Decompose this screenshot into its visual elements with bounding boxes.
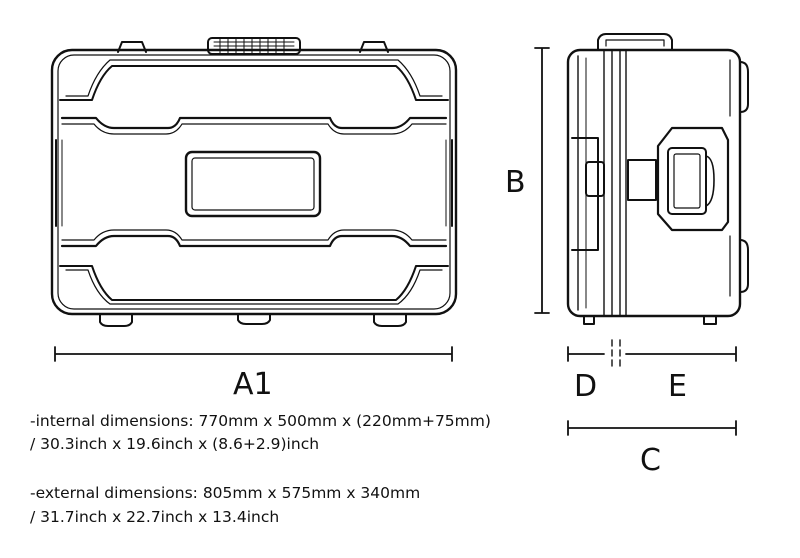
side-outline: [566, 48, 742, 318]
dimension-lines: [54, 47, 737, 436]
dimension-c-line: [567, 420, 737, 436]
label-c: C: [640, 443, 661, 478]
dimension-b-line: [534, 47, 550, 314]
internal-dimensions-line-2: / 30.3inch x 19.6inch x (8.6+2.9)inch: [30, 435, 320, 453]
external-dimensions-line-2: / 31.7inch x 22.7inch x 13.4inch: [30, 508, 280, 526]
case-outline: [50, 48, 458, 316]
internal-dimensions-line-1: -internal dimensions: 770mm x 500mm x (2…: [30, 412, 491, 430]
label-e: E: [668, 369, 687, 404]
dimension-a1-line: [54, 346, 453, 362]
side-view: [566, 33, 749, 325]
dimension-d-line: [567, 346, 605, 362]
label-b: B: [505, 165, 526, 200]
label-plate: [184, 150, 322, 218]
top-handle: [207, 37, 301, 55]
dimension-split-marker: [611, 339, 621, 367]
label-a1: A1: [233, 367, 273, 402]
label-d: D: [574, 369, 598, 404]
external-dimensions-line-1: -external dimensions: 805mm x 575mm x 34…: [30, 484, 421, 502]
front-view: [50, 37, 458, 327]
dimension-e-line: [625, 346, 737, 362]
